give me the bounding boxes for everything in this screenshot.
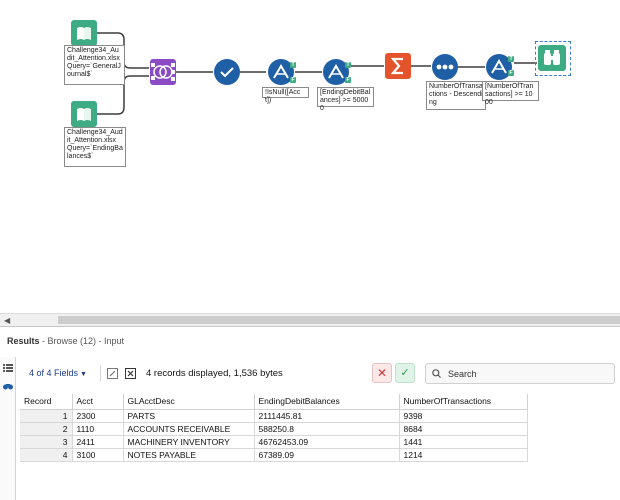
input-data-tool-1[interactable] — [71, 20, 97, 46]
results-table: Record Acct GLAcctDesc EndingDebitBalanc… — [20, 394, 528, 462]
search-box — [425, 363, 615, 384]
filter-tool-2[interactable] — [323, 59, 349, 85]
close-box-icon[interactable] — [125, 368, 136, 379]
browse-tool-selection — [535, 41, 571, 76]
cell-glacctdesc: ACCOUNTS RECEIVABLE — [123, 422, 255, 436]
cell-endingdebitbalances: 2111445.81 — [254, 409, 400, 423]
filter-icon — [323, 59, 349, 85]
canvas-horizontal-scrollbar[interactable]: ◀ — [0, 313, 620, 326]
filter1-false-anchor[interactable]: F — [290, 77, 296, 83]
cell-numberoftransactions: 1441 — [399, 435, 528, 449]
cell-acct: 2411 — [72, 435, 124, 449]
cell-acct: 2300 — [72, 409, 124, 423]
cell-glacctdesc: PARTS — [123, 409, 255, 423]
results-panel: Results - Browse (12) - Input 4 of 4 Fie… — [0, 326, 620, 500]
scroll-left-arrow-icon[interactable]: ◀ — [4, 316, 11, 325]
filter3-annotation: [NumberOfTransactions] >= 1000 — [482, 81, 539, 106]
cell-record: 2 — [20, 422, 73, 436]
fields-dropdown-label: 4 of 4 Fields — [29, 368, 79, 378]
book-icon — [71, 20, 97, 46]
select-tool[interactable] — [214, 59, 240, 85]
summarize-tool[interactable] — [385, 53, 411, 79]
toolbar-divider — [100, 365, 101, 381]
edit-icon[interactable] — [107, 368, 118, 379]
cell-glacctdesc: NOTES PAYABLE — [123, 448, 255, 462]
cell-acct: 3100 — [72, 448, 124, 462]
cell-record: 3 — [20, 435, 73, 449]
cell-numberoftransactions: 8684 — [399, 422, 528, 436]
input-data-tool-2[interactable] — [71, 101, 97, 127]
cell-numberoftransactions: 1214 — [399, 448, 528, 462]
close-icon: ✕ — [376, 366, 388, 380]
filter-tool-3[interactable] — [486, 54, 512, 80]
filter-icon — [486, 54, 512, 80]
workflow-canvas[interactable]: Challenge34_Audit_Attention.xlsx Query=`… — [0, 0, 620, 313]
chevron-down-icon: ▼ — [80, 371, 87, 378]
filter2-false-anchor[interactable]: F — [345, 77, 351, 83]
book-icon — [71, 101, 97, 127]
cell-glacctdesc: MACHINERY INVENTORY — [123, 435, 255, 449]
search-input[interactable] — [446, 367, 606, 381]
fields-dropdown[interactable]: 4 of 4 Fields▼ — [29, 368, 87, 378]
filter3-false-anchor[interactable]: F — [508, 70, 514, 76]
connector-input2-join — [97, 75, 149, 115]
list-icon[interactable] — [3, 363, 13, 373]
cell-record: 1 — [20, 409, 73, 423]
filter-tool-1[interactable] — [268, 59, 294, 85]
select-check-icon — [214, 59, 240, 85]
results-toolbar: 4 of 4 Fields▼ 4 records displayed, 1,53… — [20, 357, 620, 389]
filter2-annotation: [EndingDebitBalances] >= 50000 — [317, 87, 374, 112]
cell-endingdebitbalances: 588250.8 — [254, 422, 400, 436]
cell-endingdebitbalances: 67389.09 — [254, 448, 400, 462]
column-header-record[interactable]: Record — [20, 394, 73, 410]
record-count-info: 4 records displayed, 1,536 bytes — [146, 368, 283, 379]
sigma-icon — [385, 53, 411, 79]
filter2-true-anchor[interactable]: T — [345, 62, 351, 68]
sort-annotation: NumberOfTransactions - Descending — [426, 81, 486, 110]
column-header-glacctdesc[interactable]: GLAcctDesc — [123, 394, 255, 410]
search-icon — [432, 369, 441, 378]
cell-endingdebitbalances: 46762453.09 — [254, 435, 400, 449]
table-row[interactable]: 3 2411 MACHINERY INVENTORY 46762453.09 1… — [20, 435, 528, 449]
results-header: Results - Browse (12) - Input — [0, 327, 620, 357]
filter-icon — [268, 59, 294, 85]
table-header-row: Record Acct GLAcctDesc EndingDebitBalanc… — [20, 394, 528, 410]
results-subtitle: - Browse (12) - Input — [42, 336, 125, 346]
cell-acct: 1110 — [72, 422, 124, 436]
join-icon — [150, 59, 176, 85]
cell-numberoftransactions: 9398 — [399, 409, 528, 423]
filter1-annotation: !IsNull([Acct]) — [262, 87, 309, 104]
results-side-rail — [0, 357, 16, 500]
clear-filter-button[interactable]: ✕ — [372, 363, 392, 383]
binoculars-icon — [538, 45, 566, 71]
input2-annotation: Challenge34_Audit_Attention.xlsx Query=`… — [64, 127, 126, 167]
table-row[interactable]: 1 2300 PARTS 2111445.81 9398 — [20, 409, 528, 423]
filter3-true-anchor[interactable]: T — [508, 56, 514, 62]
join-tool[interactable] — [150, 59, 176, 85]
column-header-numberoftransactions[interactable]: NumberOfTransactions — [399, 394, 528, 410]
browse-tool[interactable] — [538, 45, 566, 71]
table-row[interactable]: 2 1110 ACCOUNTS RECEIVABLE 588250.8 8684 — [20, 422, 528, 436]
apply-filter-button[interactable]: ✓ — [395, 363, 415, 383]
scrollbar-thumb[interactable] — [58, 316, 620, 324]
sort-tool[interactable] — [432, 54, 458, 80]
results-title: Results — [7, 336, 40, 346]
filter1-true-anchor[interactable]: T — [290, 62, 296, 68]
table-row[interactable]: 4 3100 NOTES PAYABLE 67389.09 1214 — [20, 448, 528, 462]
binoculars-view-icon[interactable] — [3, 381, 13, 391]
cell-record: 4 — [20, 448, 73, 462]
input1-annotation: Challenge34_Audit_Attention.xlsx Query=`… — [64, 45, 125, 85]
sort-dots-icon — [432, 54, 458, 80]
check-icon: ✓ — [400, 367, 410, 379]
column-header-acct[interactable]: Acct — [72, 394, 124, 410]
column-header-endingdebitbalances[interactable]: EndingDebitBalances — [254, 394, 400, 410]
